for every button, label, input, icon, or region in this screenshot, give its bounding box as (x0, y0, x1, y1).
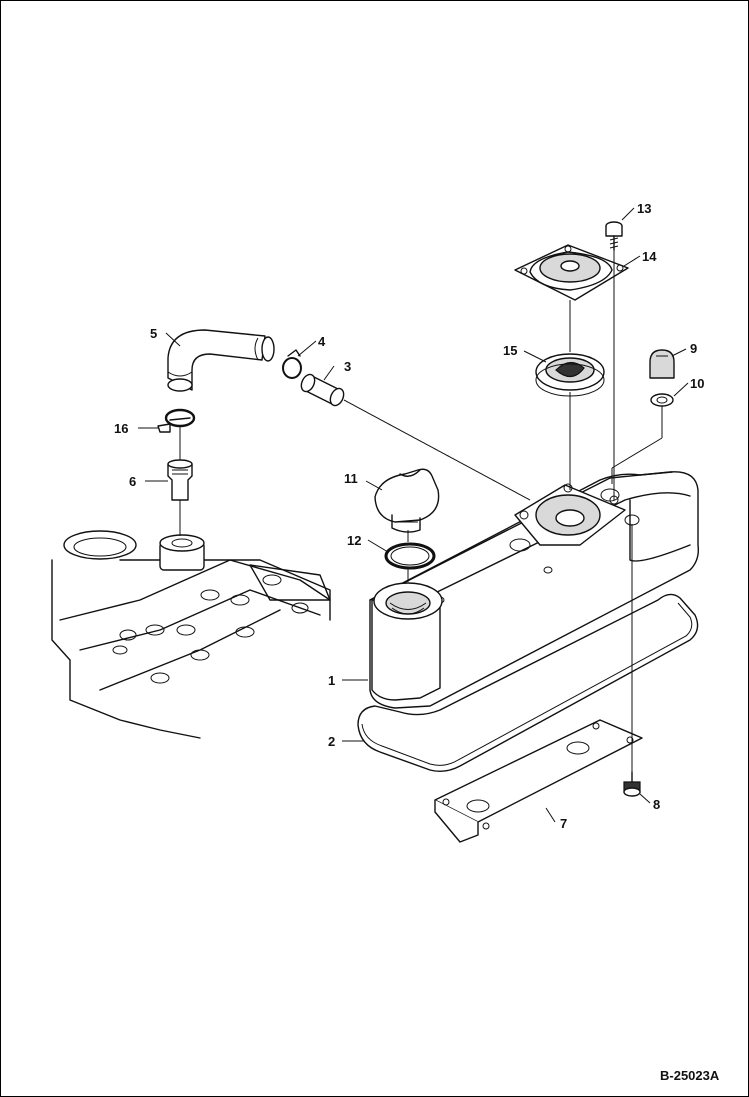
oil-filler-cap (374, 468, 440, 533)
callout-9: 9 (690, 341, 697, 356)
alignment-lines (179, 250, 663, 772)
breather-cover (514, 244, 629, 301)
breather-hose (167, 329, 275, 392)
hose-fitting (167, 459, 193, 501)
cap-nut (649, 349, 675, 379)
callout-labels: 1 2 3 4 5 6 7 8 9 10 11 12 13 14 15 16 (114, 201, 704, 831)
callout-2: 2 (328, 734, 335, 749)
callout-10: 10 (690, 376, 704, 391)
screw (605, 221, 623, 251)
valve-cover (369, 471, 700, 709)
head-port (63, 530, 137, 560)
callout-6: 6 (129, 474, 136, 489)
callout-11: 11 (344, 471, 358, 486)
bolt-bottom (623, 771, 641, 797)
callout-5: 5 (150, 326, 157, 341)
breather-pipe (300, 373, 345, 407)
diaphragm (535, 353, 605, 397)
cylinder-head (51, 530, 331, 739)
gasket (357, 593, 699, 773)
callout-15: 15 (503, 343, 517, 358)
callout-13: 13 (637, 201, 651, 216)
callout-1: 1 (328, 673, 335, 688)
plate (434, 719, 643, 843)
callout-7: 7 (560, 816, 567, 831)
callout-3: 3 (344, 359, 351, 374)
callout-16: 16 (114, 421, 128, 436)
hose-clamp-upper (282, 349, 302, 379)
callout-12: 12 (347, 533, 361, 548)
hose-clamp-lower (157, 408, 196, 433)
callout-8: 8 (653, 797, 660, 812)
callout-14: 14 (642, 249, 657, 264)
washer (650, 393, 674, 407)
o-ring (384, 542, 436, 570)
callout-4: 4 (318, 334, 326, 349)
figure-id: B-25023A (660, 1068, 720, 1083)
callout-leaders (138, 207, 689, 823)
